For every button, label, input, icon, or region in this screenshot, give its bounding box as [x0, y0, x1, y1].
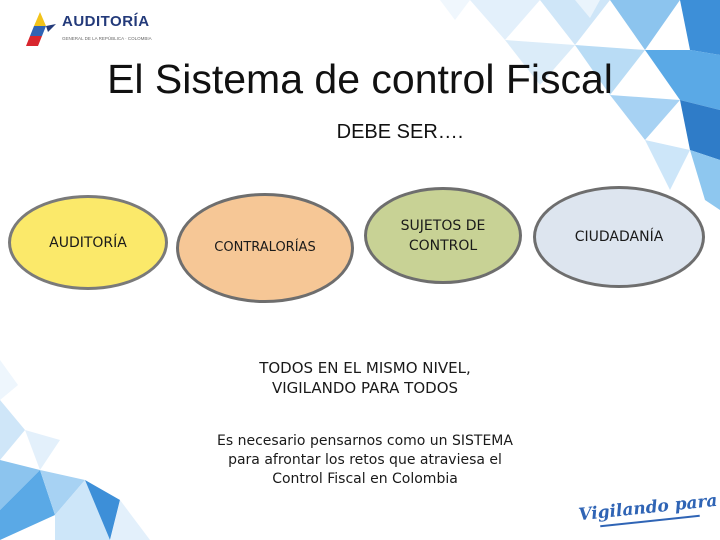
node-label: CIUDADANÍA: [574, 229, 664, 245]
top-right-triangles: [440, 0, 720, 210]
logo-wordmark: AUDITORÍA: [62, 13, 150, 30]
auditoria-logo: AUDITORÍA GENERAL DE LA REPÚBLICA · COLO…: [22, 10, 182, 56]
node-label: SUJETOS DE CONTROL: [400, 217, 486, 254]
logo-mark-icon: [26, 12, 56, 46]
node-sujetos-de-control: SUJETOS DE CONTROL: [364, 187, 522, 284]
system-note: Es necesario pensarnos como un SISTEMA p…: [217, 433, 513, 487]
bottom-left-triangles: [0, 360, 150, 540]
level-note: TODOS EN EL MISMO NIVEL, VIGILANDO PARA …: [259, 359, 471, 397]
node-ciudadania: CIUDADANÍA: [533, 186, 705, 288]
node-label: AUDITORÍA: [49, 234, 127, 251]
slide-title: El Sistema de control Fiscal: [107, 56, 613, 102]
node-contralorias: CONTRALORÍAS: [176, 193, 354, 303]
node-auditoria: AUDITORÍA: [8, 195, 168, 290]
node-label: CONTRALORÍAS: [214, 240, 316, 255]
slide-subtitle: DEBE SER….: [336, 121, 464, 143]
logo-subtext: GENERAL DE LA REPÚBLICA · COLOMBIA: [62, 36, 152, 41]
